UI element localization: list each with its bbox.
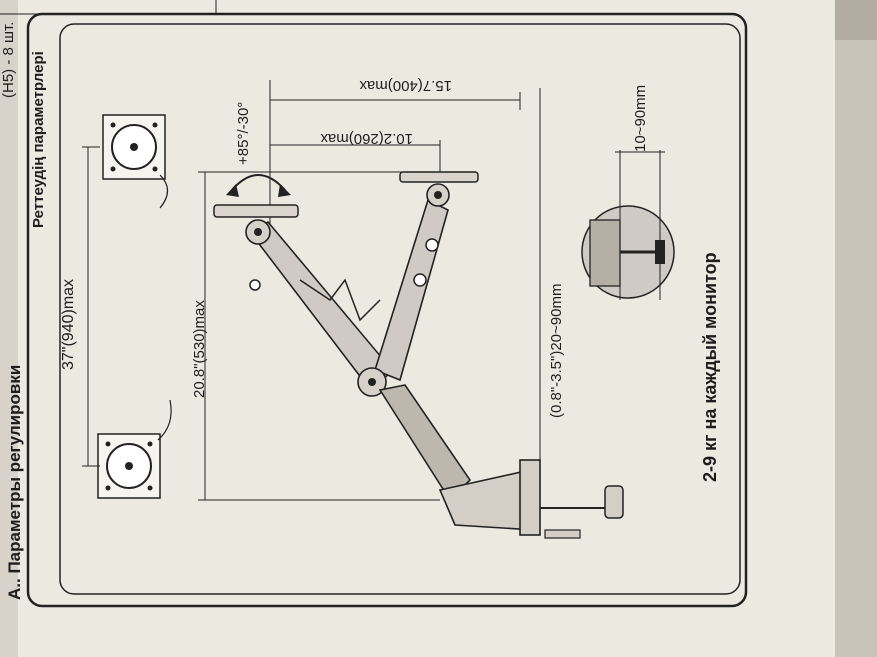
section-label-kz: Реттеудің параметрлері	[30, 51, 47, 228]
tilt-label: +85°/-30°	[235, 101, 252, 165]
diag-label: 37"(940)max	[60, 278, 77, 370]
reach-short-label: 10.2(260)max	[320, 130, 413, 147]
height-label: 20.8"(530)max	[191, 300, 208, 398]
clamp-detail	[581, 150, 675, 300]
diag-dimension	[82, 146, 100, 467]
pole-and-clamp	[378, 384, 624, 539]
monitor-plate-bottom	[97, 399, 172, 499]
height-dimension	[198, 171, 440, 501]
section-label: А.. Параметры регулировки	[5, 364, 24, 600]
clamp-label: 10~90mm	[632, 84, 649, 152]
arm-upper	[374, 183, 450, 382]
desk-label: (0.8"-3.5")20~90mm	[548, 283, 565, 418]
inner-frame	[59, 23, 741, 595]
monitor-plate-top	[102, 114, 169, 209]
top-fragment-right: (Н5) - 8 шт.	[0, 21, 17, 98]
load-label: 2-9 кг на каждый монитор	[700, 252, 720, 482]
reach-long-label: 15.7(400)max	[359, 77, 452, 94]
paper-sheet	[0, 0, 835, 657]
arm-lower	[245, 219, 394, 394]
